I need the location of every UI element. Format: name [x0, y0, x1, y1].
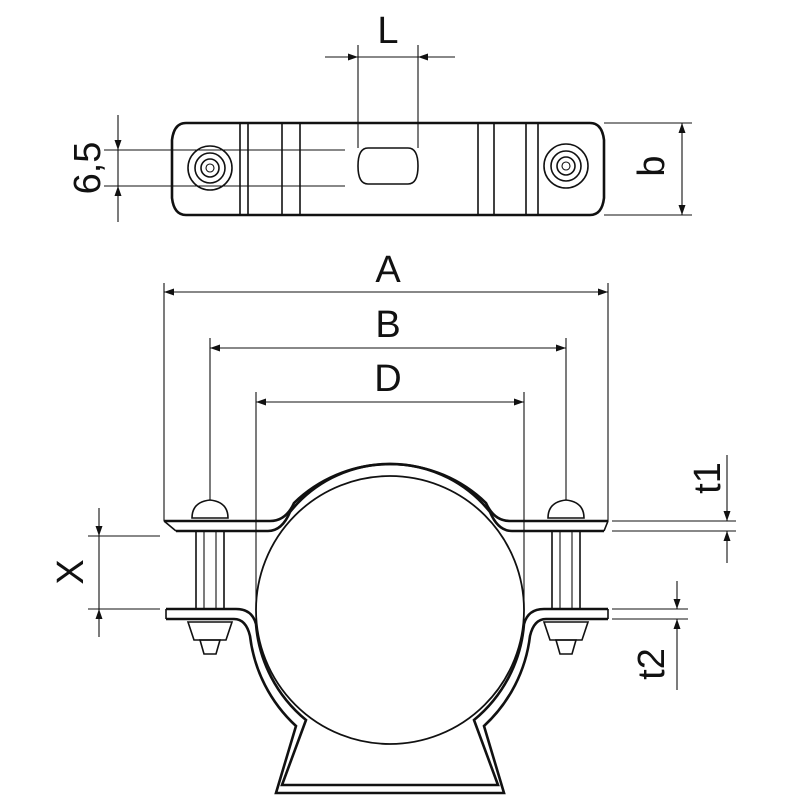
label-L: L	[377, 10, 398, 52]
lower-bracket	[166, 607, 608, 787]
dimension-X: X	[50, 508, 160, 637]
dimension-t1: t1	[612, 455, 736, 563]
right-screw	[542, 499, 590, 655]
label-6-5: 6,5	[67, 142, 109, 195]
dimension-6-5: 6,5	[67, 115, 345, 222]
pipe-circle	[255, 475, 525, 745]
label-t2: t2	[631, 648, 673, 680]
label-b: b	[631, 155, 673, 176]
dimension-A: A	[163, 249, 609, 521]
dimension-t2: t2	[612, 581, 688, 690]
label-t1: t1	[687, 462, 729, 494]
top-view	[170, 121, 606, 217]
label-B: B	[375, 304, 400, 346]
label-A: A	[375, 249, 401, 291]
dimension-L: L	[325, 10, 455, 148]
label-D: D	[374, 358, 401, 400]
label-X: X	[50, 559, 92, 584]
left-screw	[186, 499, 234, 655]
dimension-B: B	[209, 304, 567, 500]
dimension-D: D	[255, 358, 525, 610]
dimension-b: b	[604, 122, 692, 216]
